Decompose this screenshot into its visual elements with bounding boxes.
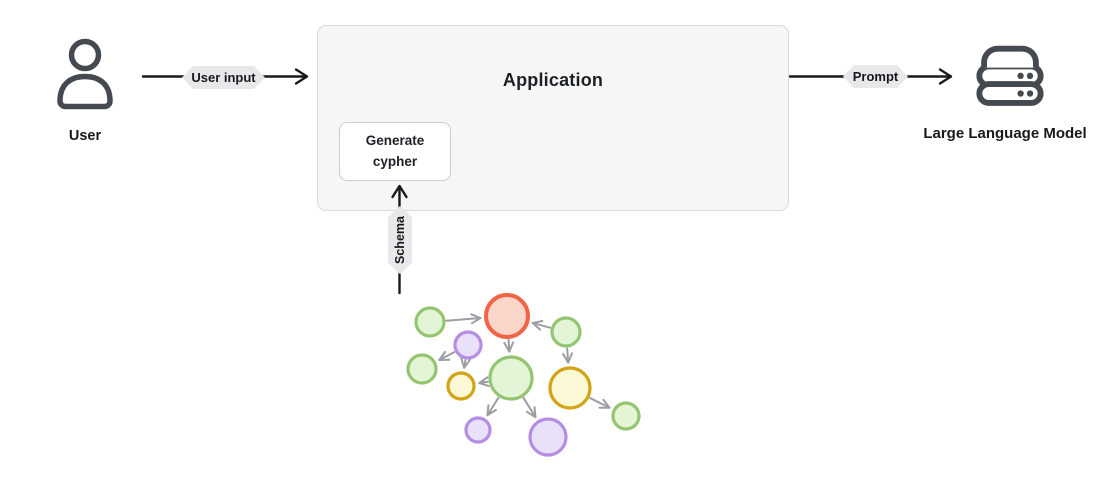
graph-node-green [414,306,446,338]
generate-cypher-label: Generate cypher [365,133,425,169]
prompt-badge: Prompt [843,65,908,88]
user-icon [57,38,113,110]
graph-edge [478,376,490,388]
graph-node-red [484,293,530,339]
graph-edge [445,313,482,325]
graph-node-yellow [446,371,476,401]
graph-node-green [406,353,438,385]
graph-node-green [550,316,582,348]
application-box: Application Generate cypher [317,25,789,211]
user-input-badge: User input [182,66,265,89]
llm-server-icon [976,45,1044,106]
user-input-label: User input [191,70,256,85]
graph-node-purple [453,330,483,360]
graph-edge [486,396,500,417]
llm-label: Large Language Model [923,125,1087,142]
schema-graph [406,293,641,457]
application-title: Application [502,70,604,90]
schema-label: Schema [393,216,407,264]
graph-edge [589,397,611,409]
graph-edge [438,350,456,361]
user-label: User [68,128,102,144]
graph-edge [562,347,573,364]
prompt-label: Prompt [852,69,899,84]
graph-edge [531,319,552,331]
graph-node-purple [528,417,568,457]
graph-node-green [488,355,534,401]
graph-node-purple [464,416,492,444]
graph-edge [460,357,471,369]
graph-node-green [611,401,641,431]
schema-badge: Schema [388,206,412,274]
generate-cypher-box: Generate cypher [339,122,451,181]
graph-edge [522,396,537,419]
graph-edge [503,338,515,353]
graph-node-yellow [548,366,592,410]
